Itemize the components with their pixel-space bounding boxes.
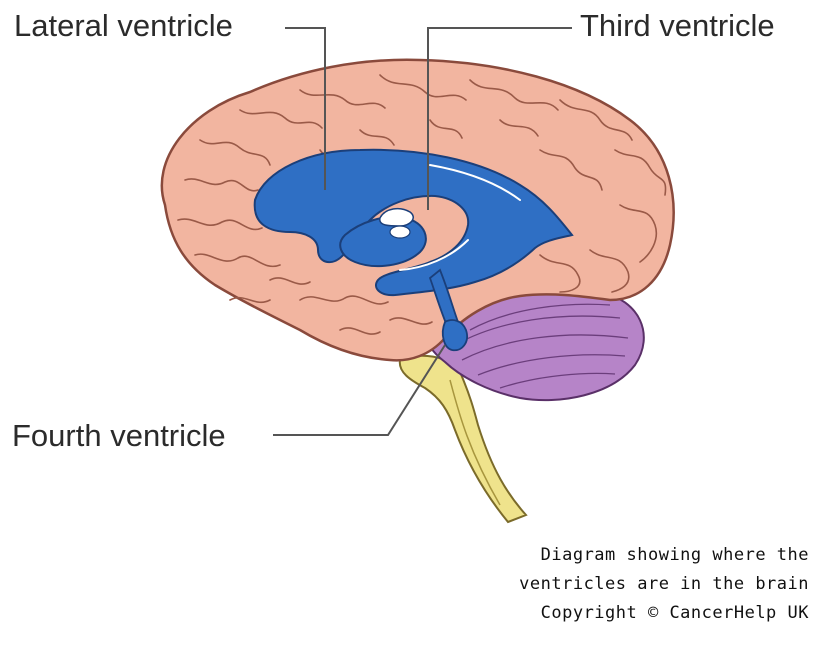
caption: Diagram showing where the ventricles are… — [519, 541, 809, 628]
thalamus-highlight — [390, 226, 410, 238]
caption-line-2: ventricles are in the brain — [519, 570, 809, 599]
caption-line-3: Copyright © CancerHelp UK — [519, 599, 809, 628]
caption-line-1: Diagram showing where the — [519, 541, 809, 570]
fourth-ventricle — [443, 320, 467, 350]
label-third-ventricle: Third ventricle — [580, 10, 775, 41]
label-fourth-ventricle: Fourth ventricle — [12, 420, 226, 451]
label-lateral-ventricle: Lateral ventricle — [14, 10, 233, 41]
